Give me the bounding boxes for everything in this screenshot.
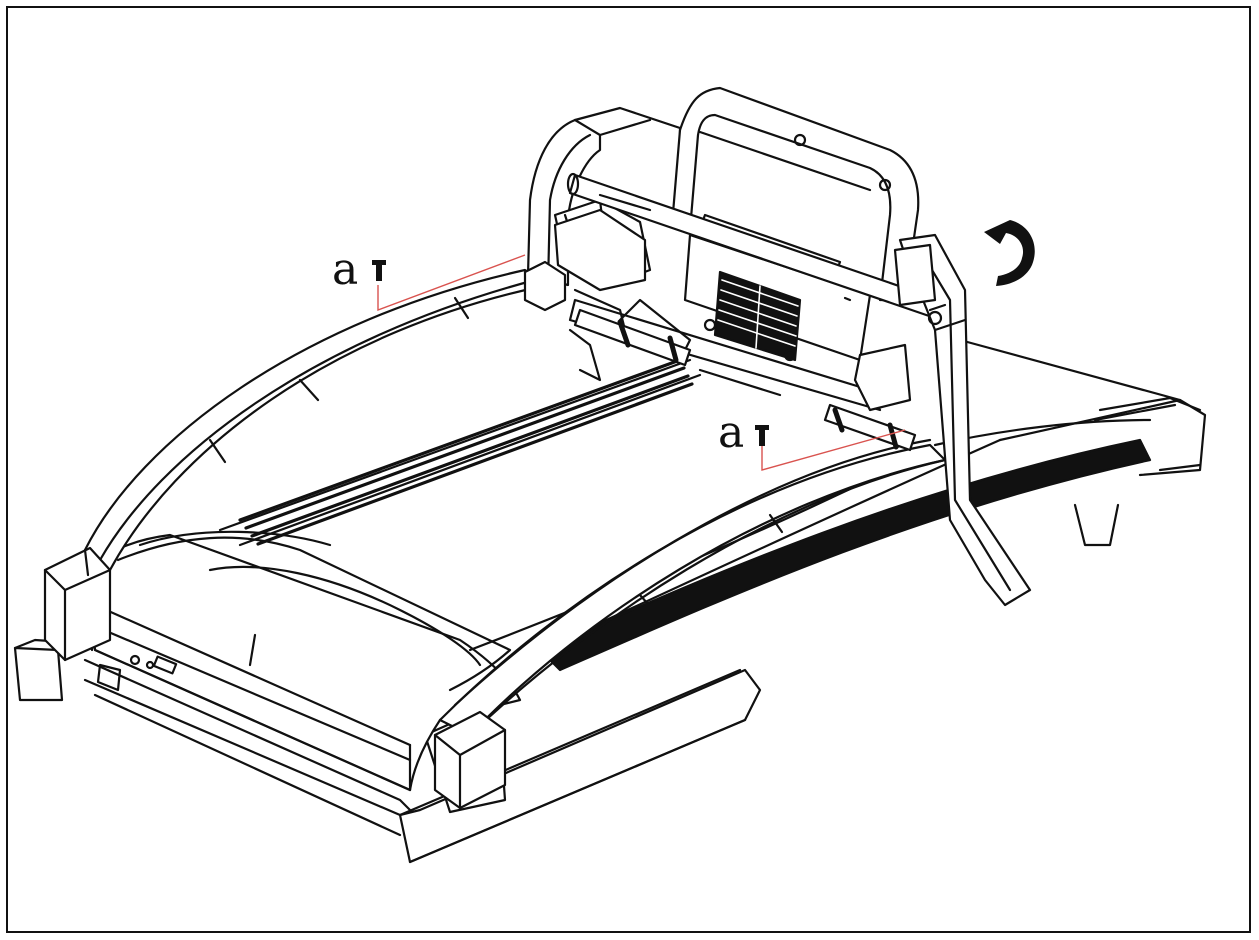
rotate-clockwise-arrow-icon	[984, 220, 1035, 286]
bolt-left	[372, 260, 386, 281]
motor-hood	[83, 530, 522, 837]
right-side-rail	[433, 438, 947, 810]
left-arm-rest	[553, 208, 647, 382]
upright-right	[853, 233, 1032, 607]
left-side-rail	[43, 268, 550, 662]
bolt-right	[755, 425, 769, 446]
callout-letter-a-left: a	[332, 244, 358, 295]
speaker-grille	[713, 270, 802, 362]
callout-letter-a-right: a	[718, 407, 744, 458]
console-frame	[568, 86, 920, 412]
running-deck	[218, 338, 1207, 672]
rear-left-post	[523, 260, 567, 312]
leader-line-right	[761, 429, 906, 471]
upright-brackets	[573, 308, 917, 452]
leader-line-left	[377, 254, 526, 312]
leader-lines	[377, 254, 906, 471]
